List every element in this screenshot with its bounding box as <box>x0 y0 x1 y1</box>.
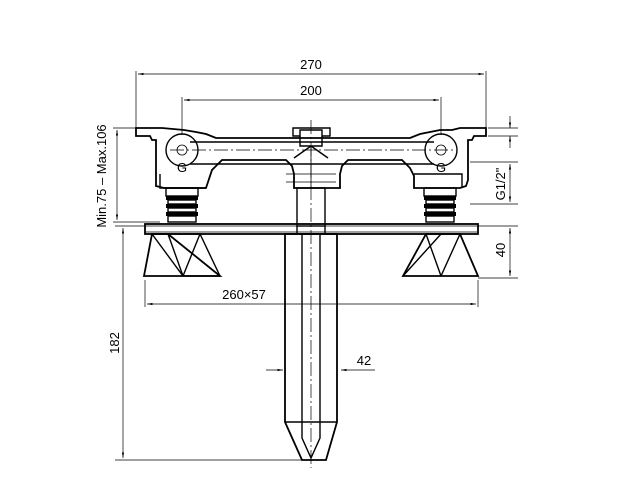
spout <box>284 226 338 461</box>
dimension-connection-thread: G1/2" <box>470 116 518 205</box>
dimension-base-height: 40 <box>478 225 518 279</box>
spout-width-label: 42 <box>357 353 371 368</box>
dimension-overall-width: 270 <box>135 57 487 128</box>
total-height-label: 182 <box>107 332 122 354</box>
dimension-spout-width: 42 <box>266 353 375 372</box>
height-range-label: Min.75 – Max.106 <box>94 124 109 227</box>
center-distance-label: 200 <box>300 83 322 98</box>
base-size-label: 260×57 <box>222 287 266 302</box>
connection-thread-label: G1/2" <box>493 167 508 200</box>
dimension-base-size: 260×57 <box>144 280 479 307</box>
left-valve-mark: G <box>177 160 187 175</box>
left-foot <box>142 233 223 277</box>
right-valve-mark: G <box>436 160 446 175</box>
dimension-height-range: Min.75 – Max.106 <box>94 124 160 228</box>
right-spring <box>423 187 457 223</box>
left-spring <box>165 187 199 223</box>
right-foot <box>401 233 480 277</box>
overall-width-label: 270 <box>300 57 322 72</box>
base-height-label: 40 <box>493 243 508 257</box>
dimension-center-distance: 200 <box>181 83 442 135</box>
dimension-total-height: 182 <box>107 225 302 461</box>
center-spindle <box>296 120 326 468</box>
